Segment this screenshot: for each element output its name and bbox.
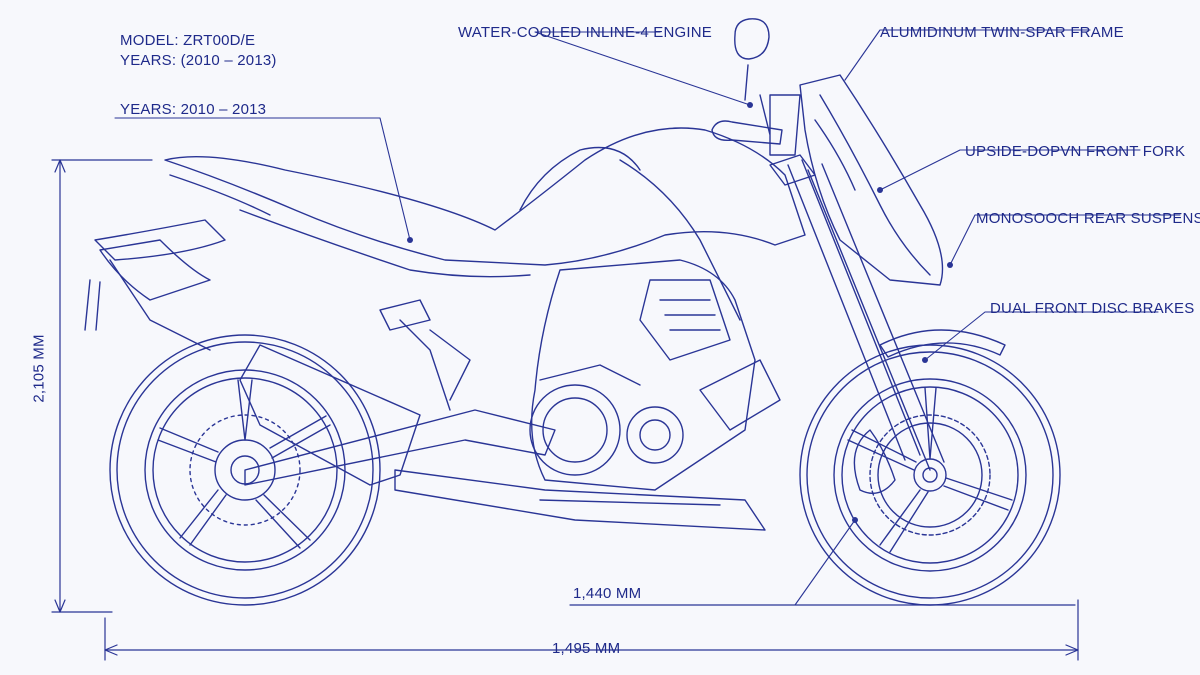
engine-block xyxy=(529,259,781,491)
leader-dots xyxy=(407,102,953,523)
wheelbase-dimension: 1,440 MM xyxy=(573,585,642,602)
model-label: MODEL: ZRT00D/E xyxy=(120,32,256,49)
tail-section xyxy=(84,219,226,351)
tank-seat xyxy=(164,127,806,321)
front-fork xyxy=(769,154,945,471)
length-dimension: 1,495 MM xyxy=(552,640,621,657)
height-dimension: 2,105 MM xyxy=(30,334,48,403)
brakes-callout: DUAL FRONT DISC BRAKES xyxy=(990,300,1195,317)
rear-suspension-callout: MONOSOOCH REAR SUSPENSION xyxy=(976,210,1200,227)
frame-callout: ALUMIDINUM TWIN-SPAR FRAME xyxy=(880,24,1124,41)
leader-lines xyxy=(114,29,1181,606)
front-fork-callout: UPSIDE-DOPVN FRONT FORK xyxy=(965,143,1186,160)
front-wheel xyxy=(799,329,1061,606)
swingarm xyxy=(244,299,556,486)
handlebar xyxy=(711,18,801,156)
years-parenthetical-label: YEARS: (2010 – 2013) xyxy=(120,52,277,69)
exhaust xyxy=(239,344,766,531)
rear-wheel xyxy=(109,334,381,606)
years-label: YEARS: 2010 – 2013 xyxy=(120,101,267,118)
dimension-lines xyxy=(51,159,1079,661)
engine-callout: WATER-COOLED INLINE-4 ENGINE xyxy=(458,24,712,41)
headlight-cowl xyxy=(799,74,944,286)
